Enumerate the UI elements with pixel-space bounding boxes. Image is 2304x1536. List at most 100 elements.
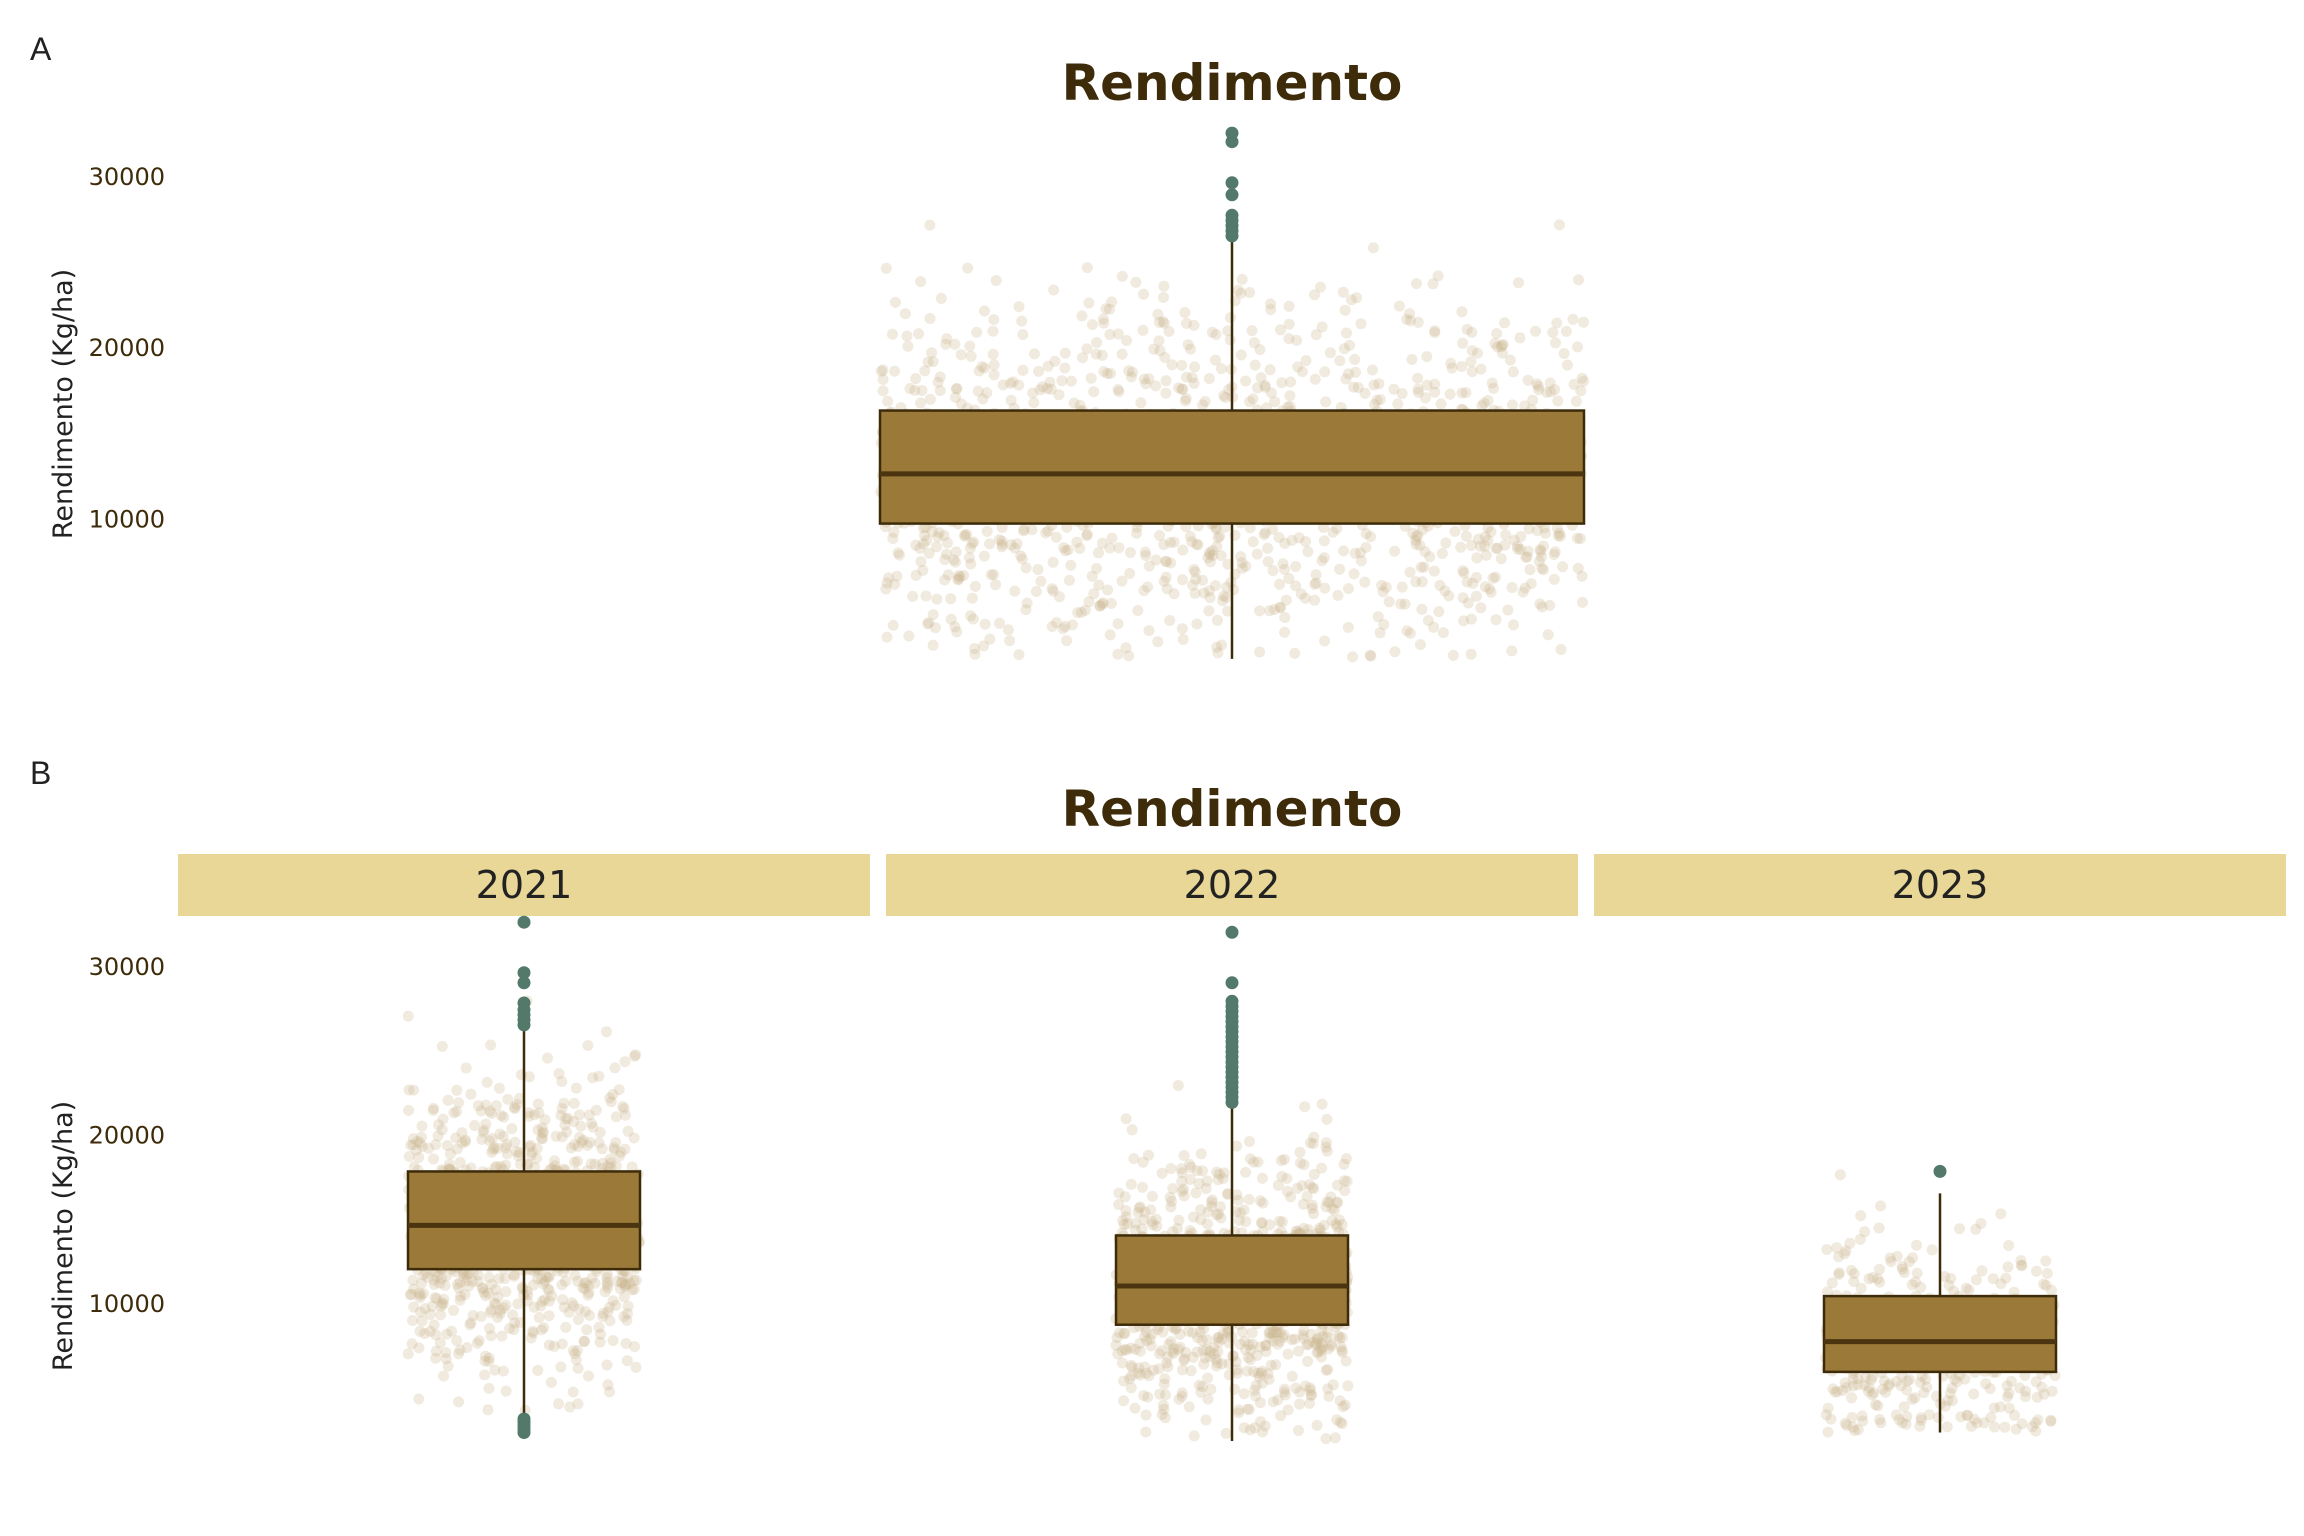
panel-a-jitter-point xyxy=(899,308,911,320)
panel-a-jitter-point xyxy=(1504,354,1516,366)
panel-b-2023-jitter-point xyxy=(1856,1410,1868,1422)
panel-a-jitter-point xyxy=(1249,359,1261,371)
panel-b-2022-jitter-point xyxy=(1257,1426,1269,1438)
panel-a-jitter-point xyxy=(997,379,1009,391)
panel-b-2022-jitter-point xyxy=(1331,1197,1343,1209)
panel-a-jitter-point xyxy=(1203,605,1215,617)
panel-b-2022-jitter-point xyxy=(1249,1422,1261,1434)
panel-a-jitter-point xyxy=(1521,551,1533,563)
panel-b-2021-jitter-point xyxy=(577,1282,589,1294)
panel-b-2022-jitter-point xyxy=(1110,1339,1122,1351)
panel-b-2023-jitter-point xyxy=(2009,1409,2020,1421)
panel-b-2021-jitter-point xyxy=(490,1100,502,1112)
panel-a-jitter-point xyxy=(1404,566,1416,578)
panel-a-jitter-point xyxy=(1203,373,1215,384)
panel-a-jitter-point xyxy=(1098,317,1110,329)
panel-b-2021-jitter-point xyxy=(475,1105,487,1117)
panel-a-jitter-point xyxy=(929,622,941,634)
panel-b-2023-jitter-point xyxy=(2031,1265,2042,1277)
panel-b-2023-jitter-point xyxy=(1847,1421,1859,1433)
panel-b-2021-jitter-point xyxy=(565,1142,577,1154)
panel-b-2022-jitter-point xyxy=(1267,1396,1279,1408)
panel-b-2022-jitter-point xyxy=(1298,1222,1310,1234)
panel-a-jitter-point xyxy=(1341,327,1352,339)
panel-b-2023-jitter-point xyxy=(2005,1375,2017,1387)
panel-a-jitter-point xyxy=(1265,304,1277,316)
panel-a-jitter-point xyxy=(1414,639,1426,651)
panel-a-jitter-point xyxy=(1059,362,1071,374)
panel-a-jitter-point xyxy=(1199,396,1211,407)
panel-a-jitter-point xyxy=(979,618,991,630)
panel-b-2023-jitter-point xyxy=(1857,1415,1869,1427)
panel-b-2022-jitter-point xyxy=(1272,1394,1284,1406)
panel-b-2022-jitter-point xyxy=(1176,1387,1188,1399)
panel-b-2021-jitter-point xyxy=(533,1107,545,1119)
panel-b-2022-jitter-point xyxy=(1306,1203,1318,1215)
panel-b-2022-jitter-point xyxy=(1255,1416,1266,1428)
panel-b-2021-jitter-point xyxy=(542,1283,554,1295)
panel-a-jitter-point xyxy=(1148,343,1160,355)
panel-a-jitter-point xyxy=(1027,387,1039,399)
panel-b-2022-jitter-point xyxy=(1150,1213,1162,1225)
panel-b-2022-jitter-point xyxy=(1162,1351,1174,1363)
panel-b-2021-jitter-point xyxy=(620,1278,632,1290)
panel-b-2022-jitter-point xyxy=(1212,1346,1224,1358)
panel-b-2021-jitter-point xyxy=(417,1141,428,1152)
panel-b-2021-jitter-point xyxy=(413,1151,425,1163)
panel-b-2023-jitter-point xyxy=(2003,1402,2015,1414)
panel-a-jitter-point xyxy=(1177,633,1189,645)
panel-a-jitter-point xyxy=(924,393,936,405)
panel-b-2021-jitter-point xyxy=(615,1146,627,1158)
panel-a-jitter-point xyxy=(1005,394,1017,406)
panel-b-2022-jitter-point xyxy=(1279,1154,1290,1165)
panel-a-jitter-point xyxy=(1396,581,1408,593)
panel-b-2022-jitter-point xyxy=(1213,1168,1225,1180)
panel-a-jitter-point xyxy=(952,574,964,586)
panel-b-2021-jitter-point xyxy=(431,1271,443,1283)
panel-b-boxes xyxy=(406,915,2058,1441)
panel-a-jitter-point xyxy=(1113,542,1125,554)
panel-b-2021-jitter-point xyxy=(601,1276,613,1288)
panel-a-jitter-point xyxy=(1547,327,1559,338)
panel-a-jitter-point xyxy=(1083,297,1095,309)
panel-b-2022-jitter-point xyxy=(1316,1098,1328,1110)
panel-b-2021-jitter-point xyxy=(403,1150,415,1162)
panel-b-2021-jitter-point xyxy=(479,1355,491,1367)
panel-b-2023-jitter-point xyxy=(1896,1261,1908,1272)
panel-a-jitter-point xyxy=(1252,382,1263,394)
panel-b-2021-jitter-point xyxy=(529,1109,540,1121)
panel-b-2021-jitter-point xyxy=(527,1327,539,1339)
panel-b-2021-jitter-point xyxy=(430,1352,442,1364)
panel-a-jitter-point xyxy=(965,610,977,622)
panel-a-jitter-point xyxy=(887,619,899,631)
panel-b-2022-jitter-point xyxy=(1270,1359,1282,1371)
panel-b-2022-jitter-point xyxy=(1195,1214,1207,1226)
panel-a-jitter-point xyxy=(1555,644,1567,655)
panel-b-2022-jitter-point xyxy=(1179,1353,1191,1365)
panel-b-2021-jitter-point xyxy=(495,1161,507,1173)
panel-b-2022-jitter-point xyxy=(1191,1165,1203,1177)
panel-a-jitter-point xyxy=(1377,586,1389,598)
panel-b-2021-jitter-point xyxy=(579,1306,591,1318)
panel-b-2022-jitter-point xyxy=(1144,1333,1156,1345)
panel-b-2021-jitter-point xyxy=(558,1097,570,1109)
panel-a-jitter-point xyxy=(1065,375,1077,387)
panel-b-2021-jitter-point xyxy=(465,1317,477,1329)
panel-a-jitter-point xyxy=(1058,542,1070,554)
panel-a-jitter-point xyxy=(990,579,1002,591)
panel-b-2021-jitter-point xyxy=(451,1335,463,1347)
panel-b-2021-jitter-point xyxy=(499,1273,511,1284)
panel-b-2023-jitter-point xyxy=(1970,1274,1982,1286)
panel-a-jitter-point xyxy=(1508,534,1520,546)
panel-b-2022-jitter-point xyxy=(1252,1367,1264,1379)
panel-a-jitter-point xyxy=(1067,619,1078,631)
panel-b-2023-jitter-point xyxy=(2003,1387,2015,1399)
panel-a-jitter-point xyxy=(1479,540,1491,552)
panel-a-jitter-point xyxy=(1482,522,1494,534)
panel-a-jitter-point xyxy=(1079,604,1091,616)
panel-b-2022-jitter-point xyxy=(1278,1386,1290,1398)
panel-a-jitter-point xyxy=(922,356,934,368)
panel-b-2021-jitter-point xyxy=(610,1137,622,1148)
panel-a-jitter-point xyxy=(1034,384,1046,396)
panel-b-2023-jitter-point xyxy=(1855,1210,1867,1222)
